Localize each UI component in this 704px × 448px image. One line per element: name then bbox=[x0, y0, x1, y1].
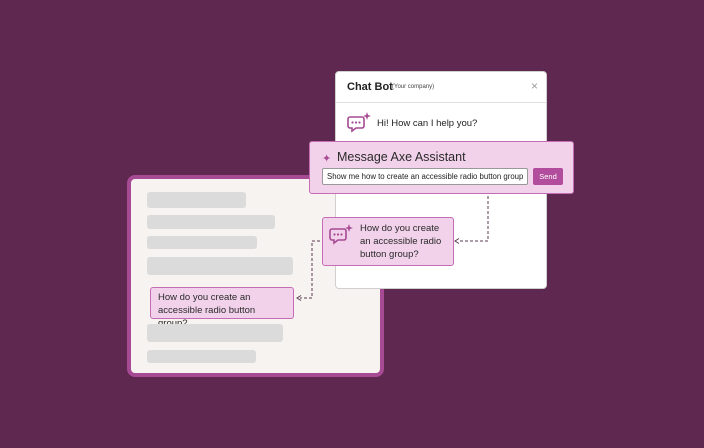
chat-sparkle-icon bbox=[329, 224, 353, 245]
sparkle-icon: ✦ bbox=[322, 153, 332, 165]
chat-question-text: How do you create an accessible radio bu… bbox=[360, 223, 442, 260]
chat-header: Chat Bot (Your company) × bbox=[336, 72, 546, 103]
chat-sparkle-icon bbox=[347, 112, 371, 133]
send-button[interactable]: Send bbox=[533, 168, 563, 185]
greeting-message: Hi! How can I help you? bbox=[377, 118, 478, 129]
skeleton-line bbox=[147, 192, 246, 208]
axe-assistant-title: Message Axe Assistant bbox=[337, 150, 466, 164]
message-input[interactable] bbox=[322, 168, 528, 185]
skeleton-line bbox=[147, 324, 283, 342]
skeleton-line bbox=[147, 350, 256, 363]
chat-subtitle: (Your company) bbox=[392, 84, 435, 90]
skeleton-line bbox=[147, 257, 293, 275]
question-bubble: How do you create an accessible radio bu… bbox=[150, 287, 294, 329]
axe-assistant-bar: ✦ Message Axe Assistant Send bbox=[309, 141, 574, 194]
chat-title: Chat Bot bbox=[347, 81, 393, 93]
skeleton-line bbox=[147, 215, 275, 229]
skeleton-line bbox=[147, 236, 257, 249]
close-icon[interactable]: × bbox=[530, 79, 538, 93]
chat-question-bubble: How do you create an accessible radio bu… bbox=[322, 217, 454, 266]
